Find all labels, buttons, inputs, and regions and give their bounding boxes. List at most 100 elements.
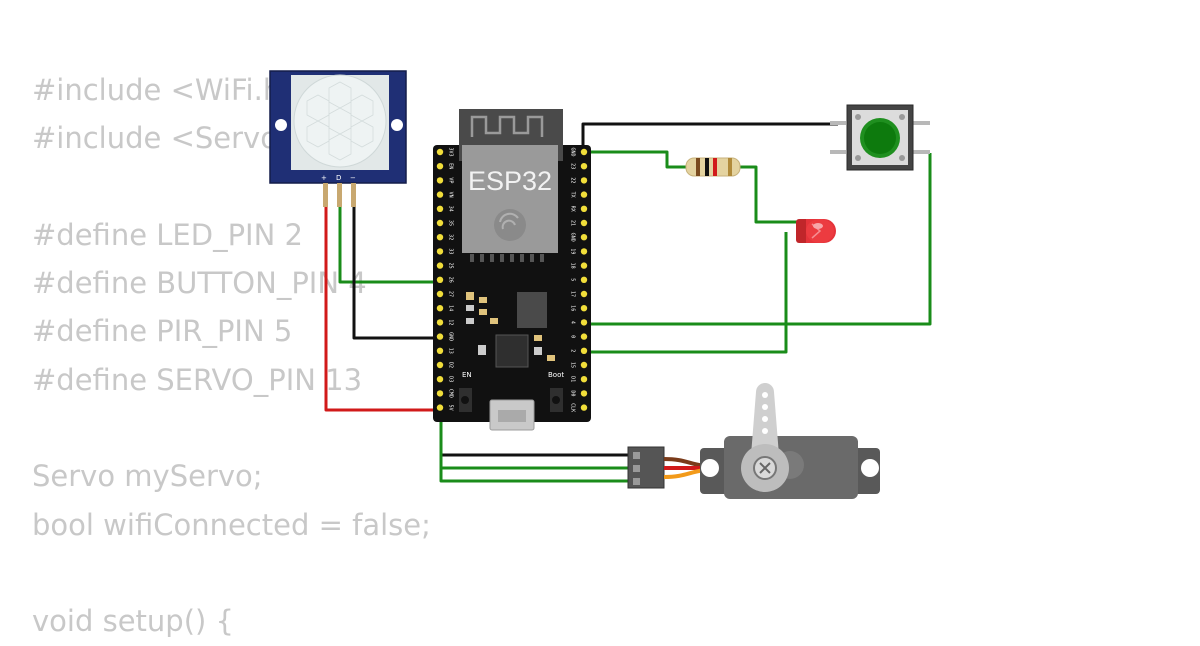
left-pin-label: 26	[448, 277, 454, 283]
left-pin-label: 32	[448, 234, 454, 240]
pir-motion-sensor[interactable]: + D −	[269, 70, 407, 207]
left-pin-cmd[interactable]	[436, 390, 444, 397]
right-pin-label: 5	[570, 278, 576, 281]
left-pin-27[interactable]	[436, 290, 444, 298]
right-pin-label: CLK	[570, 403, 576, 412]
right-pin-label: GND	[570, 233, 576, 242]
right-pin-0[interactable]	[580, 333, 588, 340]
resistor-to-led-wire[interactable]	[738, 165, 798, 224]
code-line: bool wifiConnected = false;	[32, 507, 431, 542]
circuit-diagram: + D − ESP32 EN	[269, 70, 932, 499]
left-pin-vn[interactable]	[436, 191, 444, 198]
left-pin-35[interactable]	[436, 219, 444, 227]
pir-dome	[293, 74, 387, 168]
left-pin-25[interactable]	[436, 262, 444, 269]
left-pin-label: 13	[448, 348, 454, 354]
right-pin-d0[interactable]	[580, 390, 588, 397]
right-pin-16[interactable]	[580, 305, 588, 312]
pir-vcc-wire[interactable]	[324, 185, 441, 412]
left-pin-label: EN	[448, 163, 454, 169]
left-pin-label: 14	[448, 305, 454, 311]
right-pin-tx[interactable]	[580, 191, 588, 198]
right-pin-label: 4	[570, 321, 576, 324]
left-pin-12[interactable]	[436, 319, 444, 326]
code-line: Servo myServo;	[32, 459, 263, 494]
pir-pin-plus-label: +	[321, 174, 327, 182]
pir-gnd-wire[interactable]	[352, 185, 441, 340]
code-line: #define LED_PIN 2	[32, 217, 303, 252]
left-pin-13[interactable]	[436, 347, 444, 354]
left-pin-label: 12	[448, 319, 454, 325]
left-pin-en[interactable]	[436, 163, 444, 170]
right-pin-label: 15	[570, 362, 576, 368]
left-pin-14[interactable]	[436, 305, 444, 312]
right-pin-22[interactable]	[580, 177, 588, 184]
right-pin-15[interactable]	[580, 361, 588, 369]
right-pin-label: 18	[570, 263, 576, 269]
boot-button-label: Boot	[548, 371, 564, 379]
left-pin-label: 34	[448, 206, 454, 212]
resistor-led-signal-wire[interactable]	[583, 150, 688, 169]
right-pin-label: RX	[570, 206, 576, 212]
pir-pin-minus-label: −	[350, 174, 356, 182]
right-pin-18[interactable]	[580, 262, 588, 269]
right-pin-5[interactable]	[580, 276, 588, 283]
button-gnd-wire[interactable]	[581, 122, 838, 152]
left-pin-26[interactable]	[436, 276, 444, 283]
left-pin-label: CMD	[448, 389, 454, 398]
left-pin-label: 27	[448, 291, 454, 297]
right-pin-label: 22	[570, 177, 576, 183]
right-pin-label: 17	[570, 291, 576, 297]
right-pin-label: 23	[570, 163, 576, 169]
right-pin-19[interactable]	[580, 248, 588, 255]
right-pin-4[interactable]	[580, 319, 588, 326]
right-pin-gnd[interactable]	[580, 234, 588, 241]
left-pin-label: D3	[448, 376, 454, 382]
left-pin-label: 33	[448, 248, 454, 254]
right-pin-21[interactable]	[580, 219, 588, 227]
left-pin-5v[interactable]	[436, 404, 444, 411]
esp32-title-label: ESP32	[468, 166, 552, 196]
left-pin-label: VP	[448, 177, 454, 183]
right-pin-label: GND	[570, 147, 576, 156]
left-pin-label: D2	[448, 362, 454, 368]
left-pin-vp[interactable]	[436, 177, 444, 184]
left-pin-label: 3V3	[448, 147, 454, 156]
module-castellations	[470, 254, 544, 262]
left-pin-d3[interactable]	[436, 376, 444, 383]
right-pin-clk[interactable]	[580, 404, 588, 411]
left-pin-label: GND	[448, 332, 454, 341]
left-pin-32[interactable]	[436, 234, 444, 241]
push-button[interactable]	[830, 104, 930, 171]
code-line: #define PIR_PIN 5	[32, 314, 293, 349]
servo-motor[interactable]	[627, 383, 880, 499]
left-pin-label: 5V	[448, 405, 454, 411]
resistor[interactable]	[685, 157, 741, 177]
left-pin-d2[interactable]	[436, 361, 444, 369]
right-pin-label: D1	[570, 376, 576, 382]
right-pin-17[interactable]	[580, 290, 588, 298]
left-pin-34[interactable]	[436, 205, 444, 212]
right-pin-rx[interactable]	[580, 205, 588, 212]
wires	[324, 122, 932, 483]
left-pin-33[interactable]	[436, 248, 444, 255]
left-pin-label: 25	[448, 263, 454, 269]
pir-pin-d-label: D	[336, 174, 341, 182]
right-pin-label: 19	[570, 248, 576, 254]
red-led[interactable]	[796, 219, 836, 243]
left-pin-label: VN	[448, 192, 454, 198]
right-pin-2[interactable]	[580, 347, 588, 354]
left-pin-label: 35	[448, 220, 454, 226]
right-pin-gnd[interactable]	[580, 148, 588, 156]
left-pin-gnd[interactable]	[436, 333, 444, 340]
left-pin-3v3[interactable]	[436, 148, 444, 156]
right-pin-23[interactable]	[580, 163, 588, 170]
right-pin-label: 0	[570, 335, 576, 338]
button-to-gpio4-wire[interactable]	[583, 153, 932, 326]
code-line: #define SERVO_PIN 13	[32, 362, 363, 397]
led-to-gpio2-wire[interactable]	[583, 232, 788, 354]
right-pin-label: 2	[570, 349, 576, 352]
right-pin-d1[interactable]	[580, 376, 588, 383]
